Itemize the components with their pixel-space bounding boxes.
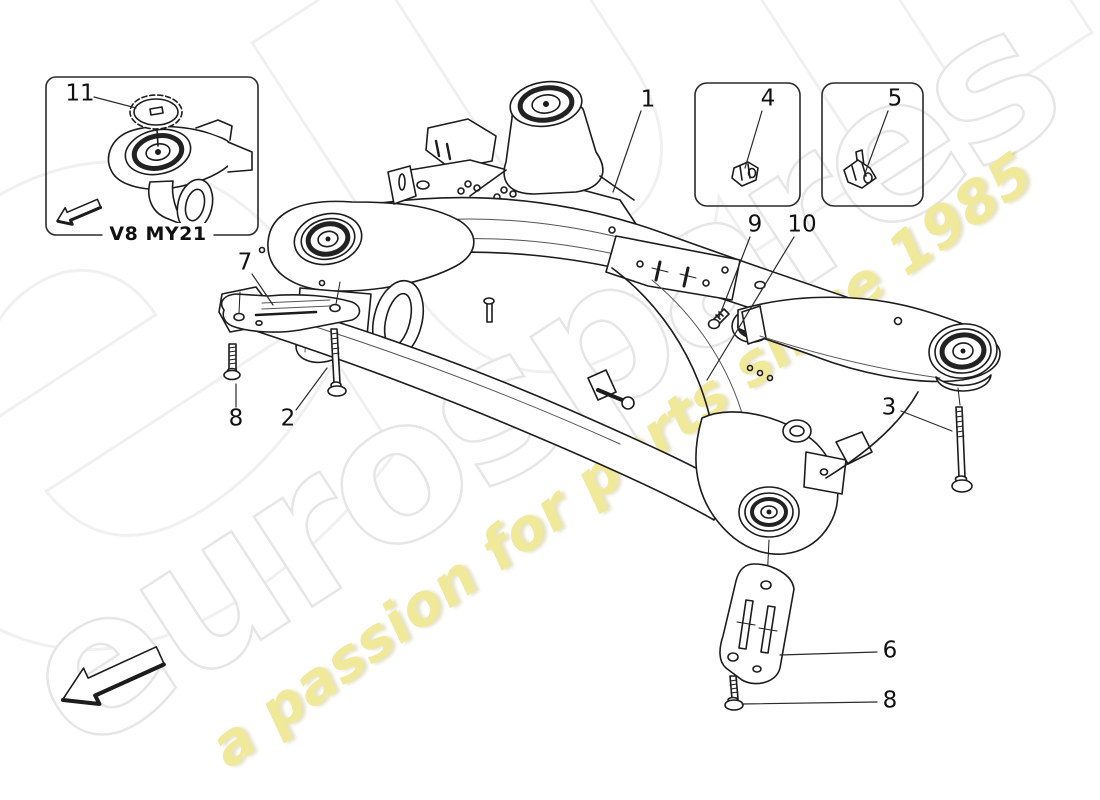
callout-label-5: 5 xyxy=(887,85,903,112)
direction-arrow xyxy=(61,645,166,706)
leader-line-9 xyxy=(718,236,751,318)
bolt-part-8-bottom xyxy=(724,675,744,711)
leader-line-5 xyxy=(863,110,889,177)
callout-label-6: 6 xyxy=(882,637,898,664)
bushing-bottom xyxy=(738,486,800,538)
callout-label-1: 1 xyxy=(640,86,656,113)
bolt-part-8-left xyxy=(223,343,241,381)
leader-line-4 xyxy=(744,110,763,169)
leader-line-2 xyxy=(295,367,328,411)
inset-variant-label: V8 MY21 xyxy=(102,223,214,245)
callout-label-8: 8 xyxy=(882,687,898,714)
leader-line-1 xyxy=(612,110,642,193)
callout-label-7: 7 xyxy=(237,249,253,276)
inset-box-v8my21 xyxy=(45,76,259,236)
inset-direction-arrow xyxy=(56,198,103,226)
bracket-part-7 xyxy=(220,281,361,333)
leader-line-8 xyxy=(741,701,878,705)
bolt-part-2 xyxy=(327,328,347,397)
callout-label-4: 4 xyxy=(760,85,776,112)
leader-line-10 xyxy=(706,236,795,381)
leader-line-6 xyxy=(779,651,878,656)
bushing-top xyxy=(509,80,583,128)
leader-line-7 xyxy=(251,273,274,306)
leader-line-3 xyxy=(900,410,953,432)
inset-cap-part-11 xyxy=(129,94,183,147)
callout-label-3: 3 xyxy=(881,394,897,421)
part-box-4 xyxy=(694,82,801,207)
leader-line-11 xyxy=(93,96,137,109)
callout-label-2: 2 xyxy=(280,405,296,432)
inset-bushing xyxy=(124,128,192,176)
callout-label-11: 11 xyxy=(65,80,95,107)
bushing-left xyxy=(293,212,363,266)
clip-part-4 xyxy=(731,161,759,187)
bracket-part-6 xyxy=(719,563,795,685)
part-box-5 xyxy=(821,82,924,207)
clip-part-5 xyxy=(843,149,877,189)
callout-label-10: 10 xyxy=(787,211,817,238)
callout-leader-lines xyxy=(93,96,953,705)
callout-label-9: 9 xyxy=(747,211,763,238)
callout-label-8: 8 xyxy=(228,405,244,432)
bolt-part-3 xyxy=(951,387,973,493)
bushing-right xyxy=(928,323,998,379)
